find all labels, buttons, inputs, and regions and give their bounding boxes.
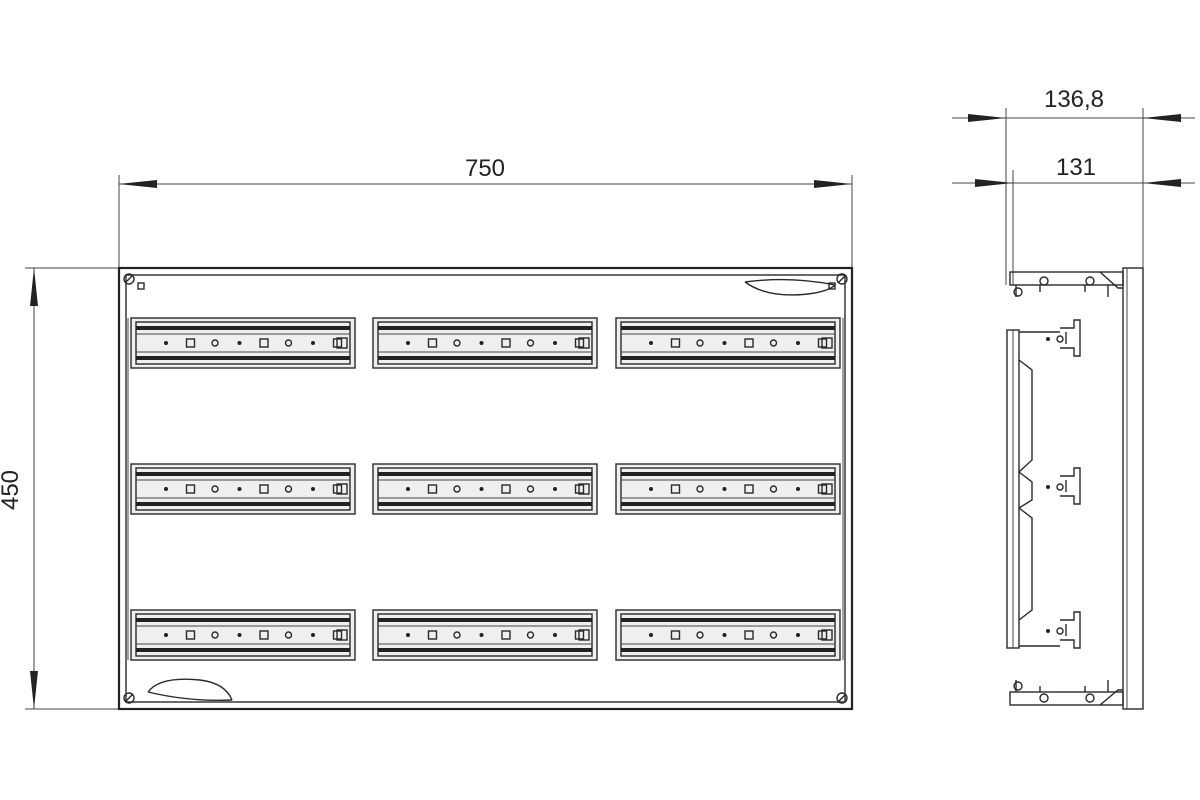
mounting-hole-dot (406, 487, 410, 491)
mounting-hole-square (185, 338, 196, 348)
mounting-hole-round (769, 631, 778, 639)
mounting-hole-square (427, 630, 438, 640)
label-holder-bottom (147, 678, 233, 701)
mounting-hole-dot (553, 487, 557, 491)
mounting-hole-dot (479, 633, 484, 637)
mounting-hole-dot (553, 633, 557, 637)
mounting-hole-square (185, 630, 196, 640)
front-view (117, 266, 854, 711)
mounting-hole-dot (722, 633, 727, 637)
mounting-hole-square (670, 630, 681, 640)
side-view (1006, 267, 1144, 710)
din-rail (130, 463, 356, 515)
mounting-hole-square (259, 338, 269, 348)
din-rail (372, 609, 598, 661)
mounting-hole-dot (479, 341, 484, 345)
mounting-hole-square (744, 338, 754, 348)
mounting-hole-dot (406, 341, 410, 345)
mounting-hole-round (284, 339, 293, 347)
width-label: 750 (465, 155, 505, 182)
mounting-hole-dot (796, 487, 800, 491)
mounting-hole-square (744, 630, 754, 640)
mounting-hole-dot (311, 487, 315, 491)
mounting-hole-round (211, 339, 219, 347)
side-rail-clip (1046, 319, 1081, 357)
mounting-hole-round (526, 339, 535, 347)
mounting-hole-round (769, 339, 778, 347)
mounting-hole-dot (479, 487, 484, 491)
mounting-hole-dot (796, 633, 800, 637)
mounting-hole-round (526, 485, 535, 493)
mounting-hole-square (744, 484, 754, 494)
mounting-hole-dot (164, 487, 168, 491)
mounting-hole-dot (649, 341, 653, 345)
din-rail (615, 317, 841, 369)
depth-outer-label: 136,8 (1044, 86, 1104, 113)
din-rail (372, 463, 598, 515)
mounting-hole-dot (796, 341, 800, 345)
mounting-hole-round (453, 339, 461, 347)
side-rail-clip (1046, 467, 1081, 505)
mounting-hole-dot (649, 633, 653, 637)
mounting-hole-dot (237, 341, 242, 345)
mounting-hole-square (670, 484, 681, 494)
mounting-hole-round (211, 631, 219, 639)
screw-icon-bottom-left (123, 692, 135, 704)
mounting-hole-round (453, 631, 461, 639)
mounting-hole-square (427, 338, 438, 348)
mounting-hole-dot (311, 341, 315, 345)
height-label: 450 (0, 470, 24, 510)
mounting-hole-square (259, 484, 269, 494)
mounting-hole-square (501, 338, 511, 348)
mounting-hole-square (259, 630, 269, 640)
mounting-hole-round (453, 485, 461, 493)
mounting-hole-dot (237, 633, 242, 637)
screw-icon-top-right (836, 273, 848, 285)
mounting-hole-round (769, 485, 778, 493)
mounting-hole-square (185, 484, 196, 494)
mounting-hole-dot (553, 341, 557, 345)
mounting-hole-round (284, 631, 293, 639)
depth-outer-dimension: 136,8 (952, 86, 1195, 285)
mounting-hole-dot (722, 341, 727, 345)
mounting-hole-dot (164, 341, 168, 345)
mounting-hole-round (696, 485, 704, 493)
screw-icon-bottom-right (836, 692, 848, 704)
din-rail (615, 609, 841, 661)
mounting-hole-square (501, 630, 511, 640)
height-dimension: 450 (0, 267, 119, 710)
mounting-hole-dot (649, 487, 653, 491)
mounting-hole-dot (722, 487, 727, 491)
screw-icon-top-left (123, 273, 135, 285)
mounting-hole-round (284, 485, 293, 493)
din-rail (372, 317, 598, 369)
din-rail (130, 609, 356, 661)
depth-inner-label: 131 (1056, 154, 1096, 181)
din-rail (615, 463, 841, 515)
din-rails (130, 317, 841, 661)
mounting-hole-dot (237, 487, 242, 491)
mounting-hole-dot (311, 633, 315, 637)
depth-inner-dimension: 131 (952, 154, 1195, 285)
label-holder-top (744, 281, 836, 296)
mounting-hole-round (526, 631, 535, 639)
mounting-hole-dot (406, 633, 410, 637)
mounting-hole-round (696, 339, 704, 347)
side-rail-clip (1046, 611, 1081, 649)
mounting-hole-square (501, 484, 511, 494)
mounting-hole-square (670, 338, 681, 348)
side-rail-clips (1046, 319, 1081, 649)
mounting-hole-round (696, 631, 704, 639)
mounting-hole-square (427, 484, 438, 494)
width-dimension: 750 (118, 155, 853, 268)
mounting-hole-round (211, 485, 219, 493)
mounting-hole-dot (164, 633, 168, 637)
din-rail (130, 317, 356, 369)
